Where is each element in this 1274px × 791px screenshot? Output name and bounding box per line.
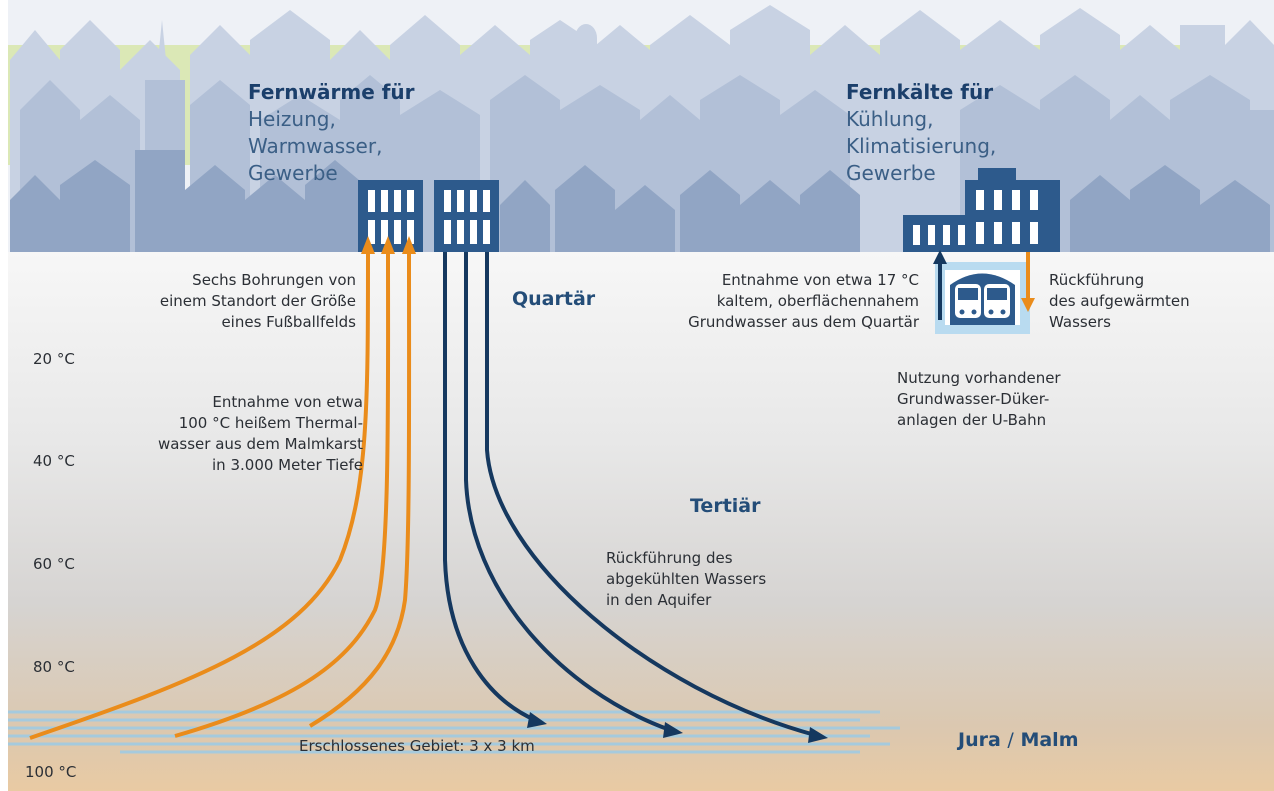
cooling-plant-building <box>903 168 1060 252</box>
layer-tertiaer: Tertiär <box>690 495 761 517</box>
hot-water-pipes <box>29 251 412 740</box>
warm-return-line-2: des aufgewärmten <box>1049 292 1190 310</box>
cold-water-pipes <box>443 252 816 737</box>
boreholes-line-3: eines Fußballfelds <box>221 313 356 331</box>
district-heating-line-1: Heizung, <box>248 107 336 131</box>
temp-label-20: 20 °C <box>33 350 75 368</box>
warm-return-line-3: Wassers <box>1049 313 1111 331</box>
ubahn-usage-line-1: Nutzung vorhandener <box>897 369 1061 387</box>
temp-label-100: 100 °C <box>25 763 77 781</box>
cold-return-label: Rückführung des abgekühlten Wassers in d… <box>606 548 766 611</box>
thermal-extraction-line-4: in 3.000 Meter Tiefe <box>212 456 363 474</box>
cold-return-line-2: abgekühlten Wassers <box>606 570 767 588</box>
thermal-extraction-line-1: Entnahme von etwa <box>212 393 363 411</box>
ubahn-tunnel <box>933 250 1035 334</box>
temp-label-60: 60 °C <box>33 555 75 573</box>
district-cooling-line-3: Gewerbe <box>846 161 936 185</box>
underground <box>8 252 1274 791</box>
thermal-extraction-line-3: wasser aus dem Malmkarst <box>157 435 363 453</box>
thermal-extraction-label: Entnahme von etwa 100 °C heißem Thermal-… <box>158 392 363 476</box>
layer-jura-malm: Jura / Malm <box>958 729 1079 751</box>
groundwater-extraction-line-2: kaltem, oberflächennahem <box>716 292 919 310</box>
temp-label-40: 40 °C <box>33 452 75 470</box>
boreholes-label: Sechs Bohrungen von einem Standort der G… <box>160 270 356 333</box>
layer-jura: Jura <box>958 729 1001 751</box>
layer-quartaer: Quartär <box>512 288 596 310</box>
district-heating-title: Fernwärme für <box>248 80 415 104</box>
district-heating-line-3: Gewerbe <box>248 161 338 185</box>
groundwater-extraction-line-1: Entnahme von etwa 17 °C <box>721 271 919 289</box>
skyline <box>8 0 1274 252</box>
district-cooling-heading: Fernkälte für Kühlung, Klimatisierung, G… <box>846 79 996 187</box>
train-icon <box>955 284 1010 318</box>
developed-area-label: Erschlossenes Gebiet: 3 x 3 km <box>299 737 535 755</box>
cold-pipe-arrowheads <box>527 712 828 743</box>
warm-return-label: Rückführung des aufgewärmten Wassers <box>1049 270 1190 333</box>
groundwater-extraction-label: Entnahme von etwa 17 °C kaltem, oberfläc… <box>688 270 919 333</box>
cold-return-line-3: in den Aquifer <box>606 591 712 609</box>
groundwater-extraction-line-3: Grundwasser aus dem Quartär <box>688 313 919 331</box>
district-cooling-line-2: Klimatisierung, <box>846 134 997 158</box>
district-cooling-line-1: Kühlung, <box>846 107 934 131</box>
ubahn-usage-line-3: anlagen der U-Bahn <box>897 411 1047 429</box>
district-heating-heading: Fernwärme für Heizung, Warmwasser, Gewer… <box>248 79 415 187</box>
boreholes-line-1: Sechs Bohrungen von <box>192 271 356 289</box>
aquifer-stripes <box>8 710 900 754</box>
boreholes-line-2: einem Standort der Größe <box>159 292 356 310</box>
hot-pipe-arrowheads <box>361 236 416 254</box>
layer-slash: / <box>1007 729 1014 751</box>
ubahn-usage-label: Nutzung vorhandener Grundwasser-Düker- a… <box>897 368 1061 431</box>
district-heating-line-2: Warmwasser, <box>248 134 383 158</box>
ubahn-usage-line-2: Grundwasser-Düker- <box>897 390 1050 408</box>
thermal-extraction-line-2: 100 °C heißem Thermal- <box>178 414 363 432</box>
warm-return-line-1: Rückführung <box>1049 271 1145 289</box>
temp-label-80: 80 °C <box>33 658 75 676</box>
district-cooling-title: Fernkälte für <box>846 80 994 104</box>
cold-return-line-1: Rückführung des <box>606 549 733 567</box>
layer-malm: Malm <box>1020 729 1079 751</box>
